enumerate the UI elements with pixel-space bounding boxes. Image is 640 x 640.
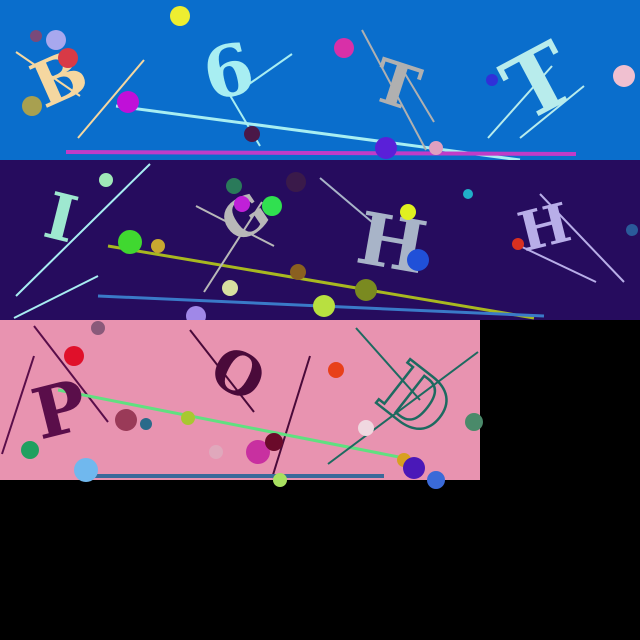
decor-dot	[170, 6, 190, 26]
decor-dot	[46, 30, 66, 50]
decor-dot	[465, 413, 483, 431]
decor-line	[189, 329, 255, 413]
decor-dot	[429, 141, 443, 155]
decor-dot	[328, 362, 344, 378]
decor-dot	[313, 295, 335, 317]
decor-line	[539, 193, 625, 283]
decor-line	[57, 388, 415, 462]
decor-line	[115, 104, 521, 162]
decor-dot	[262, 196, 282, 216]
decor-dot	[400, 204, 416, 220]
decor-dot	[58, 48, 78, 68]
decor-dot	[427, 471, 445, 489]
decor-dot	[358, 420, 374, 436]
decor-line	[487, 65, 553, 139]
decor-line	[319, 177, 373, 223]
decor-dot	[209, 445, 223, 459]
decor-line	[65, 150, 577, 156]
decor-line	[361, 29, 427, 151]
middle-panel: I G H H	[0, 160, 640, 326]
decor-line	[13, 275, 99, 319]
decor-line	[107, 244, 535, 320]
decor-dot	[486, 74, 498, 86]
decor-dot	[22, 96, 42, 116]
decor-dot	[244, 126, 260, 142]
decor-dot	[91, 321, 105, 335]
decor-dot	[118, 230, 142, 254]
decor-line	[519, 85, 585, 139]
decor-line	[195, 205, 275, 247]
decor-dot	[626, 224, 638, 236]
bottom-panel-background	[0, 320, 480, 480]
decor-dot	[403, 457, 425, 479]
decor-dot	[355, 279, 377, 301]
decor-dot	[512, 238, 524, 250]
decor-line	[77, 59, 145, 139]
decor-dot	[290, 264, 306, 280]
decor-dot	[246, 440, 270, 464]
decor-dot	[407, 249, 429, 271]
decor-dot	[64, 346, 84, 366]
decor-line	[33, 325, 109, 423]
decor-dot	[463, 189, 473, 199]
decor-dot	[74, 458, 98, 482]
decor-dot	[30, 30, 42, 42]
decor-dot	[99, 173, 113, 187]
decor-line	[271, 355, 311, 479]
decor-line	[397, 61, 435, 123]
decor-dot	[273, 473, 287, 487]
decor-dot	[117, 91, 139, 113]
decor-line	[15, 163, 151, 297]
decor-dot	[222, 280, 238, 296]
decor-line	[203, 201, 263, 293]
decor-dot	[140, 418, 152, 430]
decor-dot	[265, 433, 283, 451]
decor-line	[231, 53, 293, 97]
decor-dot	[226, 178, 242, 194]
decor-dot	[234, 196, 250, 212]
decor-dot	[286, 172, 306, 192]
decor-dot	[334, 38, 354, 58]
top-panel: B 6 T T	[0, 0, 640, 162]
decor-line	[355, 327, 421, 401]
decor-line	[1, 355, 35, 455]
letter-glyph: H	[351, 195, 433, 291]
decor-dot	[375, 137, 397, 159]
decor-dot	[115, 409, 137, 431]
decor-dot	[613, 65, 635, 87]
decor-line	[327, 351, 479, 465]
decor-line	[519, 245, 597, 283]
bottom-panel: P O D	[0, 320, 483, 489]
decor-line	[15, 51, 81, 97]
decor-dot	[181, 411, 195, 425]
decor-dot	[151, 239, 165, 253]
decor-dot	[21, 441, 39, 459]
